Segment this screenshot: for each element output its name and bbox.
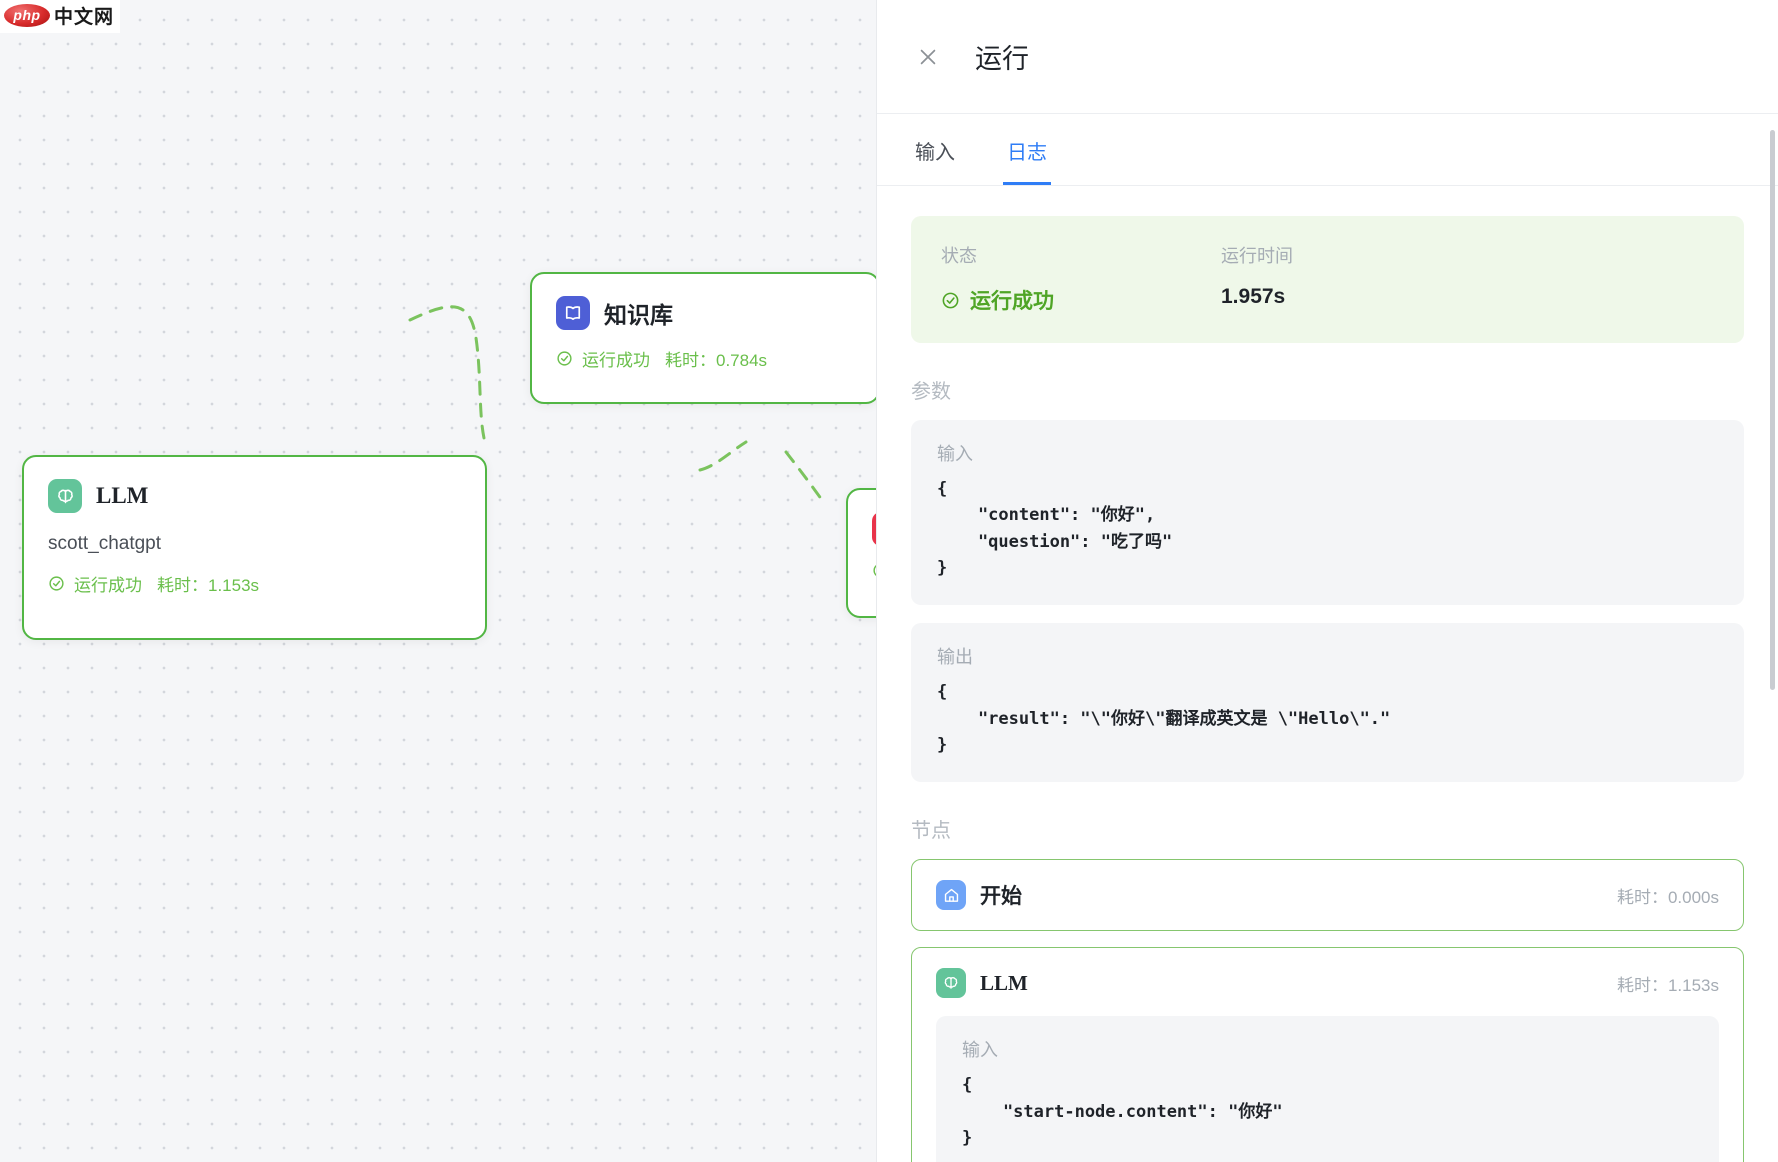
params-output-block: 输出 { "result": "\"你好\"翻译成英文是 \"Hello\"."…: [911, 623, 1744, 783]
time-label-col: 运行时间: [1221, 242, 1501, 268]
workflow-canvas[interactable]: 知识库 运行成功 耗时：0.784s LLM: [0, 0, 876, 1162]
status-badge: 运行成功: [941, 285, 1221, 315]
node-title: 知识库: [604, 303, 673, 328]
runtime-value: 1.957s: [1221, 285, 1286, 308]
node-duration: 耗时：1.153s: [157, 576, 260, 595]
node-subtitle: scott_chatgpt: [48, 533, 162, 554]
params-output-code: { "result": "\"你好\"翻译成英文是 \"Hello\"." }: [937, 682, 1391, 756]
time-value-col: 1.957s: [1221, 268, 1501, 315]
home-icon: [936, 880, 966, 911]
status-labels-row: 状态 运行时间: [941, 242, 1714, 268]
check-circle-icon: [873, 565, 876, 576]
canvas-node-llm[interactable]: LLM scott_chatgpt 运行成功 耗时：1.153s: [22, 455, 487, 640]
status-label-col: 状态: [941, 242, 1221, 268]
canvas-node-clipped[interactable]: [846, 488, 876, 618]
brain-icon: [48, 479, 82, 513]
node-header: 知识库: [556, 296, 854, 330]
node-title: LLM: [96, 483, 149, 508]
node-input-label: 输入: [962, 1040, 998, 1061]
nodes-section-title: 节点: [911, 820, 951, 843]
node-row-name: LLM: [980, 970, 1028, 995]
node-header: [872, 512, 876, 546]
check-circle-icon: [557, 351, 572, 366]
canvas-node-knowledge-base[interactable]: 知识库 运行成功 耗时：0.784s: [530, 272, 876, 404]
panel-header: 运行: [877, 0, 1778, 114]
php-watermark-logo: php 中文网: [0, 0, 121, 33]
brain-icon: [936, 968, 966, 999]
check-circle-icon: [49, 576, 64, 591]
params-output-label: 输出: [937, 647, 973, 668]
node-status: 运行成功 耗时：0.784s: [556, 346, 854, 371]
node-row-start[interactable]: 开始 耗时：0.000s: [911, 859, 1744, 932]
panel-title: 运行: [975, 44, 1029, 74]
node-header: LLM: [48, 479, 461, 513]
run-detail-panel: 运行 输入 日志 状态 运行时间: [876, 0, 1778, 1162]
tab-input[interactable]: 输入: [915, 142, 955, 164]
status-value-text: 运行成功: [970, 290, 1054, 313]
run-status-card: 状态 运行时间 运行成功: [911, 216, 1744, 343]
tab-log[interactable]: 日志: [1003, 114, 1051, 185]
check-circle-icon: [942, 292, 959, 308]
node-row-body: 输入 { "start-node.content": "你好" }: [936, 1016, 1719, 1162]
status-values-row: 运行成功 1.957s: [941, 268, 1714, 315]
watermark-text: 中文网: [54, 6, 115, 28]
node-status-text: 运行成功: [582, 351, 650, 370]
panel-scrollbar[interactable]: [1770, 130, 1775, 690]
php-badge: php: [4, 4, 50, 27]
node-row-llm[interactable]: LLM 耗时：1.153s 输入 { "start-node.content":…: [911, 947, 1744, 1162]
node-status-text: 运行成功: [74, 576, 142, 595]
panel-tabs: 输入 日志: [877, 114, 1778, 186]
params-section-title: 参数: [911, 381, 951, 403]
status-label: 状态: [941, 246, 977, 266]
params-input-code: { "content": "你好", "question": "吃了吗" }: [937, 479, 1173, 579]
node-row-name: 开始: [980, 884, 1022, 909]
close-icon[interactable]: [911, 40, 945, 74]
params-input-block: 输入 { "content": "你好", "question": "吃了吗" …: [911, 420, 1744, 606]
node-status: [872, 562, 876, 579]
runtime-label: 运行时间: [1221, 246, 1293, 266]
status-value-col: 运行成功: [941, 268, 1221, 315]
node-status: 运行成功 耗时：1.153s: [48, 571, 461, 596]
node-input-code: { "start-node.content": "你好" }: [962, 1075, 1283, 1149]
node-row-header: LLM 耗时：1.153s: [936, 968, 1719, 999]
node-row-duration: 耗时：1.153s: [1616, 975, 1719, 995]
db-icon: [872, 512, 876, 546]
node-row-duration: 耗时：0.000s: [1616, 887, 1719, 907]
node-row-header: 开始 耗时：0.000s: [936, 880, 1719, 911]
book-icon: [556, 296, 590, 330]
params-input-label: 输入: [937, 444, 973, 464]
node-input-block: 输入 { "start-node.content": "你好" }: [936, 1016, 1719, 1162]
node-duration: 耗时：0.784s: [665, 351, 768, 370]
panel-body[interactable]: 状态 运行时间 运行成功: [877, 186, 1778, 1162]
